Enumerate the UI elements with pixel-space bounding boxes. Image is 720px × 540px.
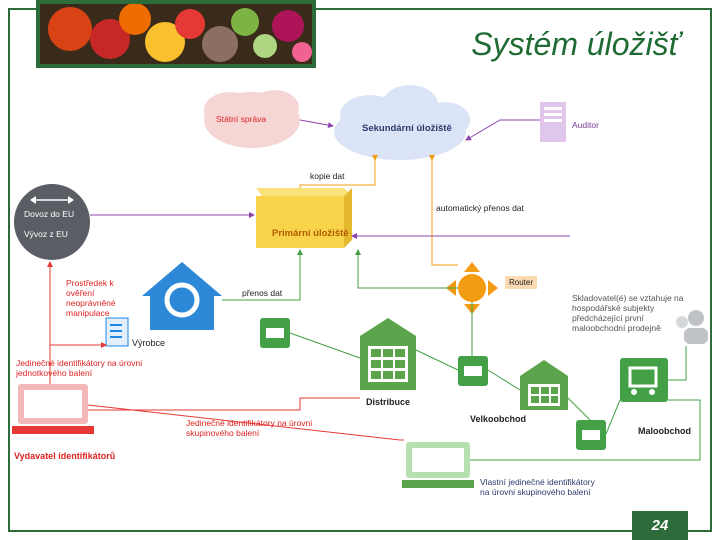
chip-icon-wholesale [576,420,606,450]
checklist-icon [105,317,129,347]
secondary-cloud [334,85,470,160]
wholesale-label: Velkoobchod [470,414,527,424]
router-icon [446,262,537,314]
page-number: 24 [632,511,688,540]
auditor-label: Auditor [572,120,599,130]
maker-label: Výrobce [132,338,166,348]
import-label: Dovoz do EU [24,209,75,219]
primary-storage-label: Primární úložiště [272,228,349,239]
wholesale-warehouse-icon [520,360,568,410]
secondary-storage-label: Sekundární úložiště [362,123,452,134]
maker-house-icon [142,262,222,330]
router-label: Router [509,278,534,287]
own-ids-label: Vlastní jedinečné identifikátory na úrov… [480,477,595,497]
chip-icon-distribution [458,356,488,386]
vegetables-photo [36,0,316,68]
chip-icon-maker [260,318,290,348]
distribution-label: Distribuce [366,397,411,407]
group-ids-label: Jedinečné identifikátory na úrovni skupi… [186,418,313,438]
primary-storage-box [256,188,352,248]
retail-label: Maloobchod [638,426,691,436]
distribution-warehouse-icon [360,318,416,390]
retail-cart-icon [620,358,668,402]
economic-operators-label: Skladovatel(é) se vztahuje na hospodářsk… [572,293,684,333]
people-icon [676,310,708,344]
import-export-circle [14,184,90,260]
auto-transfer-label: automatický přenos dat [436,203,524,213]
export-label: Vývoz z EU [24,229,68,239]
issuer-label: Vydavatel identifikátorů [14,451,116,461]
tamper-proof-label: Prostředek k ověření neoprávněné manipul… [66,278,116,318]
state-admin-label: Státní správa [216,114,267,124]
unit-ids-label: Jedinečné identifikátory na úrovni jedno… [16,358,143,378]
data-transfer-label: přenos dat [242,288,283,298]
own-id-laptop-icon [402,442,474,488]
state-cloud [204,90,300,148]
copy-data-label: kopie dat [310,171,345,181]
slide-frame [8,8,712,532]
slide-title: Systém úložišť [471,26,680,62]
issuer-laptop-icon [12,384,94,434]
auditor-icon [540,102,566,142]
